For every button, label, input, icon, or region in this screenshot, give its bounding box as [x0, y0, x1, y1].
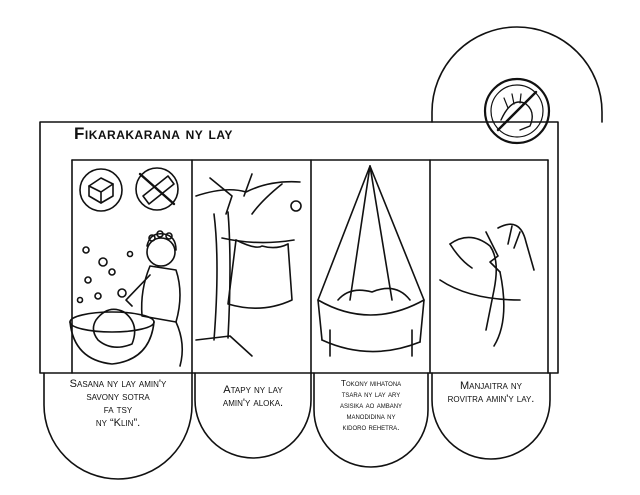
- caption-hang: Tokony mihatona tsara ny lay ary asisika…: [314, 378, 428, 433]
- caption-line: rovitra amin'y lay.: [447, 393, 535, 405]
- no-scratching-hand-icon: [483, 77, 551, 145]
- caption-line: Sasana ny lay amin'y: [69, 378, 167, 390]
- caption-tab-3: [313, 372, 429, 468]
- caption-line: Tokony mihatona: [340, 378, 402, 388]
- caption-line: tsara ny lay ary: [341, 389, 401, 399]
- caption-line: amin'y aloka.: [222, 397, 284, 409]
- caption-line: savony sotra: [86, 391, 150, 403]
- caption-line: Manjaitra ny: [459, 380, 522, 392]
- caption-line: Atapy ny lay: [223, 384, 283, 396]
- caption-line: manodidina ny: [346, 411, 396, 421]
- hands-sewing-net-icon: [439, 223, 535, 347]
- caption-dry: Atapy ny lay amin'y aloka.: [195, 384, 311, 410]
- page-title: Fikarakarana ny lay: [74, 124, 233, 143]
- soap-bar-icon: [79, 168, 123, 212]
- caption-line: asisika ao ambany: [339, 400, 403, 410]
- caption-wash: Sasana ny lay amin'y savony sotra fa tsy…: [44, 378, 192, 430]
- poster-frame: [39, 121, 559, 374]
- caption-line: ny “Klin”.: [95, 417, 141, 429]
- caption-tab-2: [194, 372, 312, 459]
- woman-washing-net-icon: [69, 230, 184, 367]
- net-drying-under-tree-icon: [195, 173, 302, 357]
- caption-line: fa tsy: [103, 404, 133, 416]
- net-over-bed-icon: [317, 165, 425, 357]
- caption-tab-4: [431, 372, 551, 460]
- caption-repair: Manjaitra ny rovitra amin'y lay.: [432, 380, 550, 406]
- klin-box-icon: [135, 167, 179, 211]
- caption-tab-1: [43, 372, 193, 480]
- caption-line: kidoro rehetra.: [342, 422, 400, 432]
